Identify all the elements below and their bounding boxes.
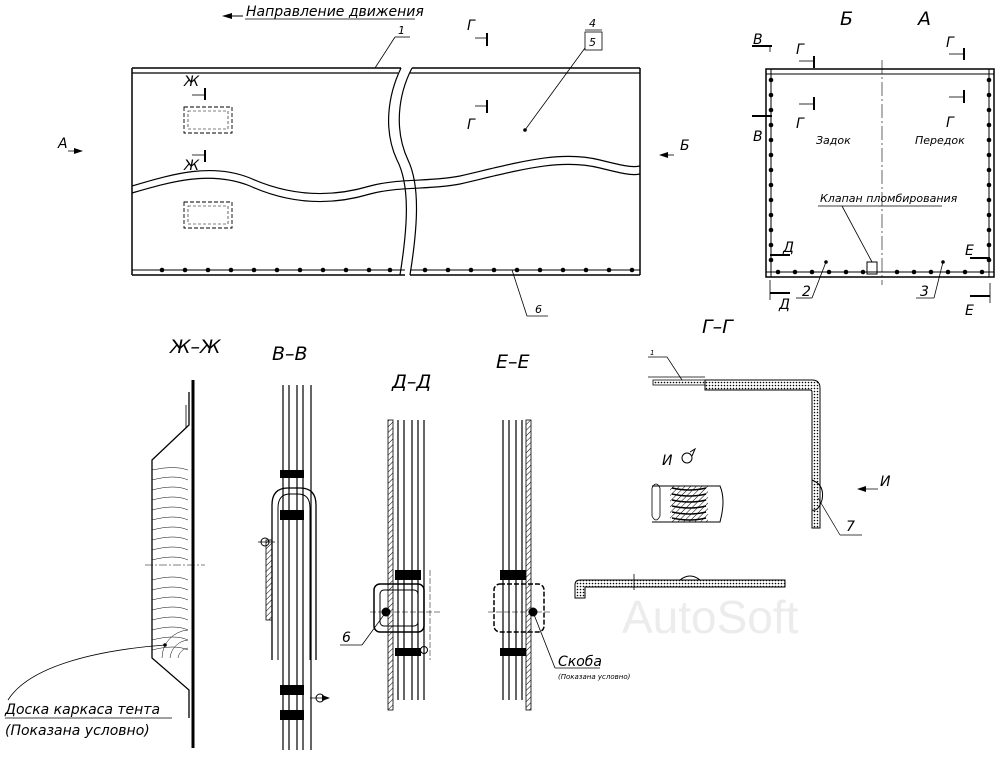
end-label-a: А xyxy=(916,8,931,30)
detail-i-label: И xyxy=(662,453,673,469)
plan-cut-g-bottom: Г xyxy=(467,117,476,133)
plan-cut-g-top: Г xyxy=(467,18,476,34)
section-d-d xyxy=(340,419,440,711)
plan-label-b: Б xyxy=(680,138,690,154)
section-g-leader-7: 7 xyxy=(846,519,855,535)
direction-label: Направление движения xyxy=(246,4,424,20)
end-cut-g-2: Г xyxy=(796,116,805,132)
section-e-e xyxy=(488,419,600,711)
plan-label-a: А xyxy=(57,136,68,152)
section-d-leader-6: 6 xyxy=(342,630,351,646)
plan-cut-zh-top: Ж xyxy=(183,74,200,90)
end-cut-g-1: Г xyxy=(796,42,805,58)
end-label-b: Б xyxy=(840,8,853,30)
end-valve-label: Клапан пломбирования xyxy=(820,192,958,205)
direction-arrow xyxy=(222,13,243,19)
section-title-d: Д–Д xyxy=(391,371,431,393)
section-title-v: В–В xyxy=(272,343,308,365)
plan-leader-1: 1 xyxy=(398,24,405,37)
plan-leader-6: 6 xyxy=(535,303,542,316)
plan-leader-5: 5 xyxy=(589,36,596,49)
end-cut-g-3: Г xyxy=(946,35,955,51)
end-cut-d-bottom: Д xyxy=(778,297,790,313)
end-cut-v-bottom: В xyxy=(753,129,763,145)
section-title-g: Г–Г xyxy=(702,316,734,338)
plan-cut-zh-bottom: Ж xyxy=(183,158,200,174)
section-title-zh: Ж–Ж xyxy=(169,336,222,358)
section-v-v xyxy=(258,385,330,750)
board-note-line1: Доска каркаса тента xyxy=(4,702,160,718)
end-cut-g-4: Г xyxy=(946,115,955,131)
section-g-leader-1: 1 xyxy=(650,349,654,357)
skoba-label: Скоба xyxy=(558,654,602,670)
plan-leader-4: 4 xyxy=(589,17,596,30)
end-cut-d-top: Д xyxy=(782,240,794,256)
section-zh-zh xyxy=(5,380,205,748)
end-label-peredok: Передок xyxy=(915,134,965,147)
end-cut-e-top: Е xyxy=(965,243,974,259)
skoba-note: (Показана условно) xyxy=(558,673,631,681)
board-note-line2: (Показана условно) xyxy=(5,723,150,739)
end-view xyxy=(752,45,995,303)
end-leader-2: 2 xyxy=(802,284,811,300)
end-cut-e-bottom: Е xyxy=(965,303,974,319)
watermark-text: AutoSoft xyxy=(622,591,799,643)
section-g-g xyxy=(574,356,878,599)
view-i-label: И xyxy=(880,474,891,490)
end-leader-3: 3 xyxy=(920,284,929,300)
plan-view xyxy=(68,29,674,317)
section-title-e: Е–Е xyxy=(496,351,530,373)
end-cut-v-top: В xyxy=(753,32,763,48)
end-label-zadok: Задок xyxy=(816,134,851,147)
detail-i xyxy=(651,447,724,523)
